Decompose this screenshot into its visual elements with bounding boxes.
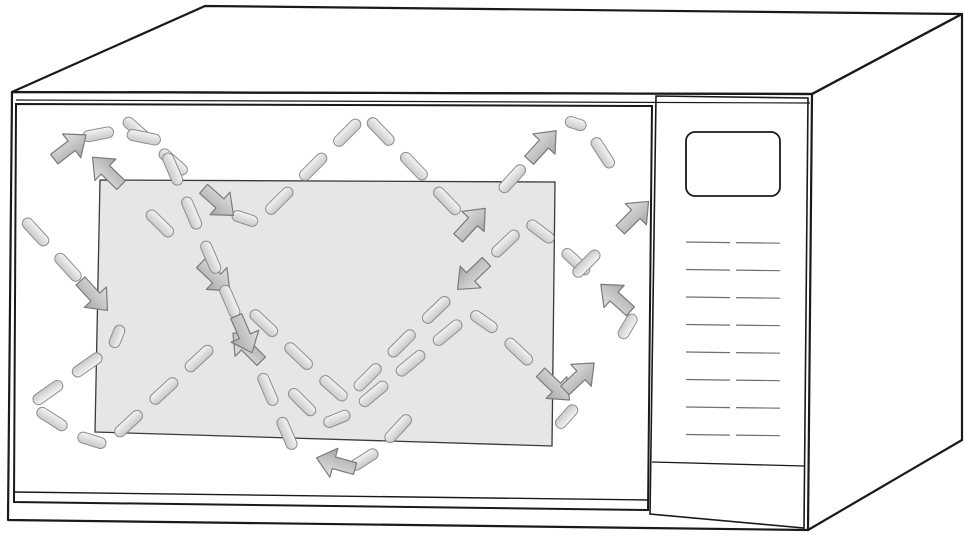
control-button-left [686,270,730,271]
wave-dash [82,126,115,143]
control-button-right [736,270,780,271]
wave-dash [20,216,51,248]
control-button-left [686,380,730,381]
control-panel [650,96,808,528]
wave-dash [331,117,363,149]
cabinet-top [12,6,962,94]
wave-dash [616,312,639,341]
control-button-right [736,243,780,244]
door-bottom-edge [14,492,648,500]
microwave-wave-arrow-icon [518,121,567,171]
microwave-wave-arrow-icon [45,123,95,171]
wave-dash [297,151,329,183]
control-button-left [686,407,730,408]
control-button-right [736,380,780,381]
control-button-left [686,435,730,436]
wave-dash [365,115,396,147]
wave-dash [564,115,588,132]
wave-dash [31,378,65,407]
microwave-wave-arrow-icon [313,444,360,484]
wave-dash [35,405,70,433]
control-button-right [736,325,780,326]
wave-dash [52,251,83,283]
wave-dash [76,431,107,450]
wave-dash [589,136,617,171]
control-button-right [736,353,780,354]
control-button-right [736,298,780,299]
control-button-right [736,408,780,409]
wave-dash [553,402,580,430]
control-button-right [736,435,780,436]
panel-divider [652,462,804,466]
cabinet-side [808,14,962,530]
control-buttons [686,242,780,436]
control-button-left [686,352,730,353]
wave-dash [126,129,161,146]
control-button-left [686,325,730,326]
top-edge-highlight [16,100,810,103]
control-button-left [686,242,730,243]
display-screen [686,132,780,196]
wave-dash [398,150,429,182]
control-button-left [686,297,730,298]
